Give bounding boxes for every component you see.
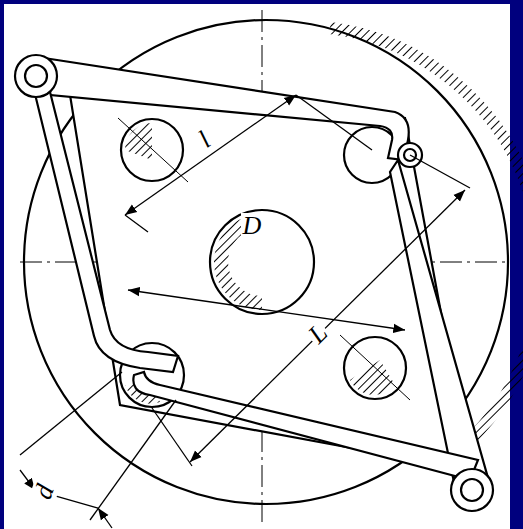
dimension-l — [125, 95, 372, 232]
flange-disc — [24, 20, 508, 504]
drawing-ground — [4, 4, 510, 529]
centre-hole — [210, 210, 314, 314]
dimension-L — [152, 155, 470, 466]
dimension-D — [128, 290, 405, 330]
dimension-label: D — [241, 213, 264, 239]
dimension-d — [20, 372, 176, 528]
lever — [15, 55, 493, 511]
